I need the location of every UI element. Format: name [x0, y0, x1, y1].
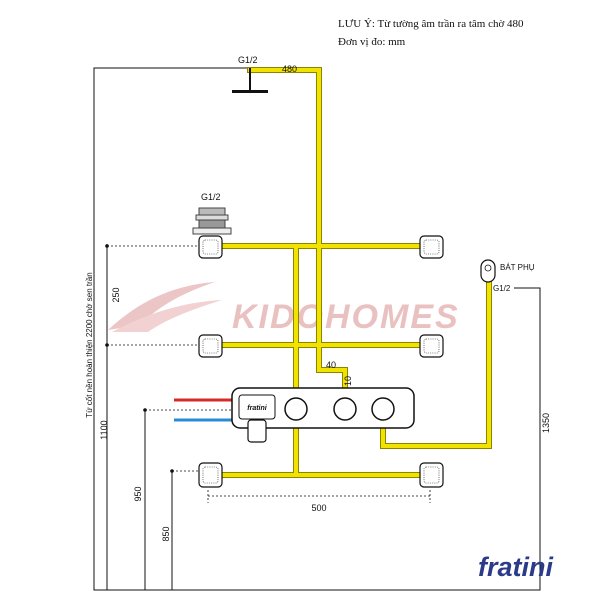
dimension-ticks	[105, 244, 174, 473]
dim-1100: 1100	[99, 420, 109, 439]
wall-fitting-icon	[192, 207, 232, 235]
valve-handle	[247, 419, 267, 443]
g12-top-label: G1/2	[238, 55, 258, 65]
dim-1350: 1350	[541, 413, 551, 433]
note-line-2: Đơn vị đo: mm	[338, 36, 406, 48]
yellow-pipes	[219, 67, 492, 478]
hot-cold-inlets	[174, 398, 232, 422]
body-jet-icon	[419, 462, 444, 488]
valve-knob-3	[371, 397, 395, 421]
dim-480: 480	[282, 64, 297, 74]
dim-250: 250	[111, 287, 121, 302]
brand-text: fratini	[478, 552, 554, 582]
dimension-lines	[107, 245, 431, 503]
valve-knob-1	[284, 397, 308, 421]
thermostatic-valve: fratini	[231, 387, 415, 443]
body-jet-icon	[419, 235, 444, 259]
g12-mid-label: G1/2	[201, 192, 221, 202]
dim-40: 40	[326, 360, 336, 370]
body-jet-icon	[198, 235, 223, 259]
valve-knob-2	[333, 397, 357, 421]
dim-850: 850	[161, 526, 171, 541]
body-jets	[198, 235, 444, 488]
fratini-logo: fratini	[478, 552, 554, 582]
vertical-note: Từ cốt nền hoàn thiện 2200 chờ sen trần	[85, 272, 94, 417]
dim-500: 500	[311, 503, 326, 513]
hand-shower-icon	[480, 259, 496, 283]
valve-logo: fratini	[247, 405, 268, 412]
g12-right-label: G1/2	[493, 284, 511, 293]
watermark: KIDOHOMES	[108, 282, 460, 336]
body-jet-icon	[198, 334, 223, 358]
frame-lines	[93, 67, 541, 591]
overhead-shower-icon	[232, 68, 268, 93]
body-jet-icon	[419, 334, 444, 358]
bat-phu-label: BÁT PHỤ	[500, 263, 535, 272]
dim-10: 10	[343, 376, 353, 386]
watermark-text: KIDOHOMES	[232, 298, 460, 336]
dim-950: 950	[133, 486, 143, 501]
note-line-1: LƯU Ý: Từ tường âm trần ra tâm chờ 480	[338, 18, 524, 30]
body-jet-icon	[198, 462, 223, 488]
